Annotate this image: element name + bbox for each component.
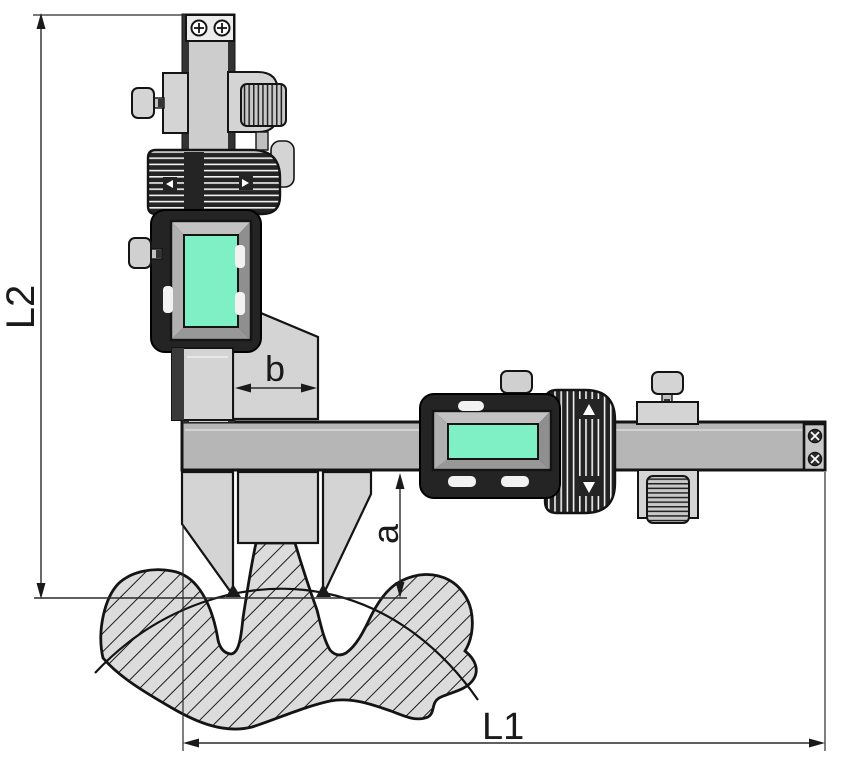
- slider-lower-block: [171, 347, 234, 421]
- lcd-display: [169, 219, 253, 342]
- bevel-right: [238, 221, 251, 340]
- dimension-arrowhead-icon: [235, 383, 251, 393]
- bracket-stem: [255, 131, 269, 151]
- dimension-a: [395, 473, 405, 598]
- triangle-marker-icon: [242, 179, 249, 187]
- dimension-arrowhead-icon: [809, 738, 825, 748]
- cross-screw-icon: [213, 19, 231, 37]
- left-measuring-jaw: [180, 470, 235, 593]
- gear-segment: [94, 541, 479, 731]
- dimension-l2: [33, 13, 407, 599]
- right-contact-point: [316, 584, 331, 597]
- dimension-arrowhead-icon: [183, 738, 199, 748]
- function-button: [501, 476, 529, 487]
- bevel-bottom: [433, 459, 551, 470]
- dimension-l1: [182, 472, 826, 751]
- dimension-arrowhead-icon: [36, 13, 46, 29]
- dimension-arrowhead-icon: [301, 383, 317, 393]
- label-l2: L2: [0, 285, 43, 330]
- function-button: [235, 292, 245, 315]
- slider-clamp: [636, 371, 699, 425]
- lcd-display: [431, 409, 553, 472]
- bevel-left: [433, 411, 448, 470]
- display-ribbed-cap: [146, 148, 282, 216]
- gear-outline: [99, 541, 478, 731]
- dimension-b: [235, 383, 317, 393]
- label-l1: L1: [482, 706, 524, 748]
- vertical-caliper: [128, 13, 320, 424]
- depth-tongue: [236, 470, 320, 545]
- adjust-thumbwheel: [240, 83, 287, 127]
- label-b: b: [265, 348, 285, 389]
- horizontal-caliper: [419, 370, 699, 524]
- pitch-circle-arc: [94, 587, 479, 701]
- dimension-arrowhead-icon: [36, 583, 46, 599]
- fine-adjust-wheel-unit: [637, 469, 699, 524]
- function-button: [448, 476, 476, 487]
- triangle-marker-icon: [166, 180, 173, 188]
- triangle-marker-icon: [583, 482, 595, 493]
- lcd-frame: [169, 219, 253, 342]
- dimension-arrowhead-icon: [395, 582, 405, 598]
- adjust-thumbwheel: [646, 475, 690, 524]
- function-button: [458, 401, 484, 411]
- fine-adjust-block: [162, 72, 189, 134]
- lcd-screen: [183, 234, 239, 328]
- function-button: [163, 286, 173, 313]
- jaw-assembly: [180, 470, 373, 597]
- label-a: a: [365, 523, 406, 544]
- dimension-arrowhead-icon: [395, 473, 405, 489]
- clamp-thumb-screw: [131, 87, 165, 119]
- bevel-left: [171, 221, 184, 340]
- slider-thumb-screw: [128, 237, 163, 269]
- cross-screw-icon: [190, 19, 208, 37]
- function-button: [235, 245, 245, 268]
- bevel-bottom: [171, 327, 251, 340]
- right-measuring-jaw: [321, 470, 373, 594]
- left-contact-point: [226, 584, 241, 597]
- cap-plain-band: [184, 152, 204, 213]
- lcd-screen: [447, 423, 539, 460]
- bevel-top: [433, 411, 551, 424]
- triangle-marker-icon: [583, 404, 595, 415]
- cross-screw-icon: [807, 428, 823, 444]
- cross-screw-icon: [807, 451, 823, 467]
- bevel-right: [538, 411, 551, 470]
- lcd-frame: [431, 409, 553, 472]
- bevel-top: [171, 221, 251, 235]
